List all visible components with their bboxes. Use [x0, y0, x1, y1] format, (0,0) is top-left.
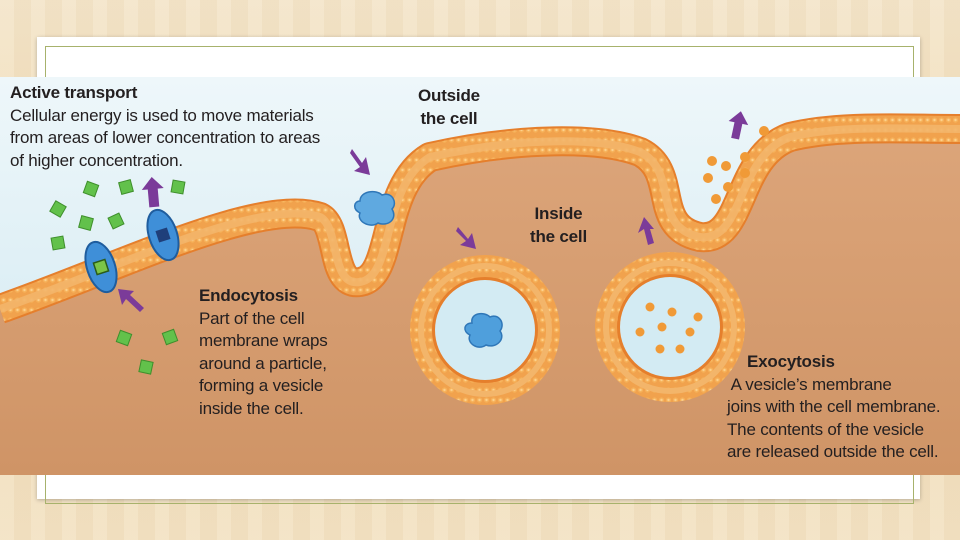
transport-protein-1 — [84, 240, 118, 294]
exocytosis-title: Exocytosis — [747, 352, 835, 371]
transport-protein-2 — [146, 208, 180, 262]
active-transport-line-1: Cellular energy is used to move material… — [10, 105, 314, 125]
active-transport-caption: Active transport Cellular energy is used… — [10, 82, 320, 172]
vesicle-contents — [635, 302, 703, 354]
exocytosis-line-1: A vesicle’s membrane — [727, 374, 892, 394]
cell-transport-diagram: Active transport Cellular energy is used… — [0, 77, 960, 475]
endocytosis-title: Endocytosis — [199, 286, 298, 305]
exocytosis-line-3: The contents of the vesicle — [727, 419, 924, 439]
outside-particle — [354, 190, 396, 226]
vesicle-particle — [464, 312, 503, 348]
outside-label: Outside the cell — [418, 85, 480, 130]
released-particles — [703, 126, 769, 204]
outside-label-line-1: Outside — [418, 86, 480, 105]
membrane-tails — [0, 124, 960, 313]
endocytosis-caption: Endocytosis Part of the cell membrane wr… — [199, 285, 328, 420]
active-transport-title: Active transport — [10, 83, 138, 102]
endocytosis-line-3: around a particle, — [199, 353, 327, 373]
diagram-svg — [0, 77, 960, 475]
endocytosis-line-5: inside the cell. — [199, 398, 304, 418]
inside-label-line-1: Inside — [534, 204, 583, 223]
active-transport-line-3: of higher concentration. — [10, 150, 183, 170]
endocytosis-line-2: membrane wraps — [199, 331, 328, 350]
exocytosis-caption: Exocytosis A vesicle’s membrane joins wi… — [727, 351, 941, 464]
endocytosis-line-4: forming a vesicle — [199, 376, 324, 395]
concentration-cubes — [49, 179, 186, 375]
exocytosis-line-4: are released outside the cell. — [727, 442, 939, 461]
direction-arrows — [118, 111, 749, 312]
inside-label-line-2: the cell — [530, 226, 587, 246]
outside-label-line-2: the cell — [420, 108, 478, 128]
endocytosis-line-1: Part of the cell — [199, 308, 305, 328]
inside-label: Inside the cell — [530, 203, 587, 248]
exocytosis-vesicle — [595, 252, 745, 402]
active-transport-line-2: from areas of lower concentration to are… — [10, 128, 321, 147]
exocytosis-line-2: joins with the cell membrane. — [727, 397, 941, 416]
